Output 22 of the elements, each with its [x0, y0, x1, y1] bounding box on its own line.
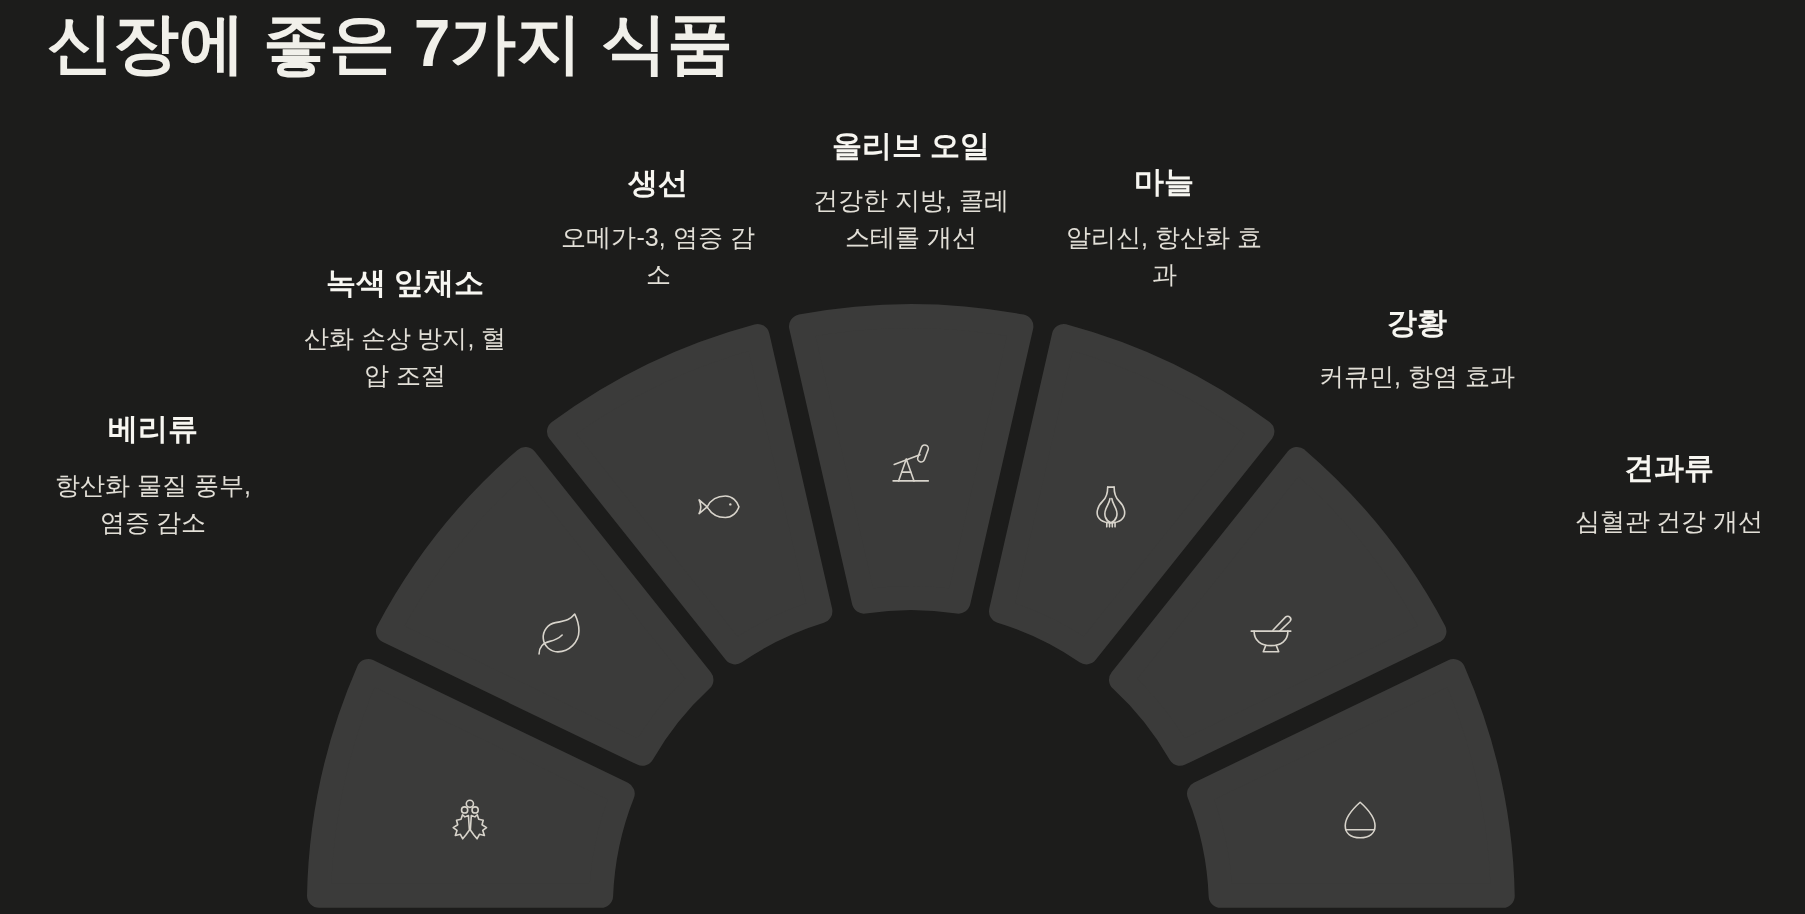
item-description: 알리신, 항산화 효과	[1065, 221, 1263, 290]
item-description: 항산화 물질 풍부, 염증 감소	[54, 469, 252, 538]
item-heading: 견과류	[1624, 450, 1714, 486]
item-heading: 강황	[1387, 305, 1447, 341]
segment	[307, 659, 635, 908]
item-description: 건강한 지방, 콜레스테롤 개선	[812, 184, 1010, 253]
segment	[547, 324, 833, 665]
item-description: 심혈관 건강 개선	[1573, 505, 1765, 537]
item-description: 커큐민, 항염 효과	[1318, 360, 1516, 392]
item-heading: 베리류	[108, 411, 198, 447]
segment	[1109, 447, 1447, 766]
segment	[989, 324, 1275, 665]
item-heading: 녹색 잎채소	[325, 265, 485, 301]
item-description: 오메가-3, 염증 감소	[560, 221, 756, 290]
segment	[375, 447, 713, 766]
item-heading: 마늘	[1134, 164, 1194, 200]
item-description: 산화 손상 방지, 혈압 조절	[302, 322, 508, 391]
segment	[1187, 659, 1515, 908]
item-heading: 올리브 오일	[831, 128, 991, 164]
title: 신장에 좋은 7가지 식품	[47, 10, 733, 76]
segment	[788, 304, 1034, 614]
item-heading: 생선	[628, 165, 688, 201]
